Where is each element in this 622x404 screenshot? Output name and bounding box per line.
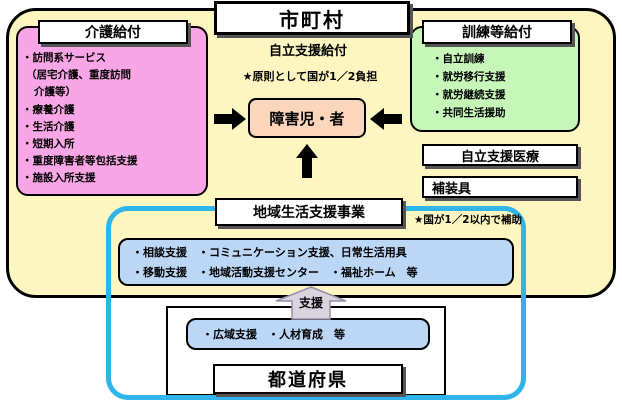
care-benefits-item: ・生活介護 [22,120,75,133]
care-benefits-item: ・重度障害者等包括支援 [22,155,138,168]
care-benefits-item: ・短期入所 [22,138,75,151]
care-benefits-item: ・訪問系サービス [22,52,106,64]
up-arrow-icon [296,144,318,178]
community-services-box: ・相談支援 ・コミュニケーション支援、日常生活用具 ・移動支援 ・地域活動支援セ… [118,238,514,286]
care-benefits-item: 介護等） [34,86,76,99]
training-benefits-item: ・就労継続支援 [432,89,506,101]
municipality-title: 市町村 [214,1,410,35]
community-service-line: ・移動支援 ・地域活動支援センター ・福祉ホーム 等 [132,266,418,279]
persons-with-disabilities-box: 障害児・者 [248,98,366,138]
independence-benefits-label: 自立支援給付 [268,44,347,59]
support-label: 支援 [298,296,323,310]
care-benefits-list: ・訪問系サービス （居宅介護、重度訪問 介護等） ・療養介護 ・生活介護 ・短期… [22,50,206,188]
national-subsidy-note: ★国が1／2以内で補助 [414,214,523,226]
prefecture-title: 都道府県 [213,364,403,394]
training-benefits-item: ・共同生活援助 [432,107,506,119]
community-service-line: ・相談支援 ・コミュニケーション支援、日常生活用具 [132,246,407,259]
care-benefits-panel [16,26,208,196]
care-benefits-item: ・療養介護 [22,103,75,116]
support-arrow-icon [275,286,347,320]
left-arrow-icon [370,108,402,130]
training-benefits-list: ・自立訓練 ・就労移行支援 ・就労継続支援 ・共同生活援助 [432,50,582,122]
national-funding-note: ★原則として国が1／2負担 [242,70,378,83]
prefecture-services: ・広域支援 ・人材育成 等 [186,318,430,350]
care-benefits-title: 介護給付 [38,20,188,44]
care-benefits-item: ・施設入所支援 [22,172,96,185]
prosthetics-box: 補装具 [422,176,578,198]
right-arrow-icon [214,108,246,130]
training-benefits-item: ・自立訓練 [432,53,485,65]
care-benefits-item: （居宅介護、重度訪問 [26,69,131,82]
independence-medical-box: 自立支援医療 [422,144,578,166]
community-support-title: 地域生活支援事業 [215,198,403,226]
training-benefits-item: ・就労移行支援 [432,71,506,83]
training-benefits-title: 訓練等給付 [422,20,572,44]
